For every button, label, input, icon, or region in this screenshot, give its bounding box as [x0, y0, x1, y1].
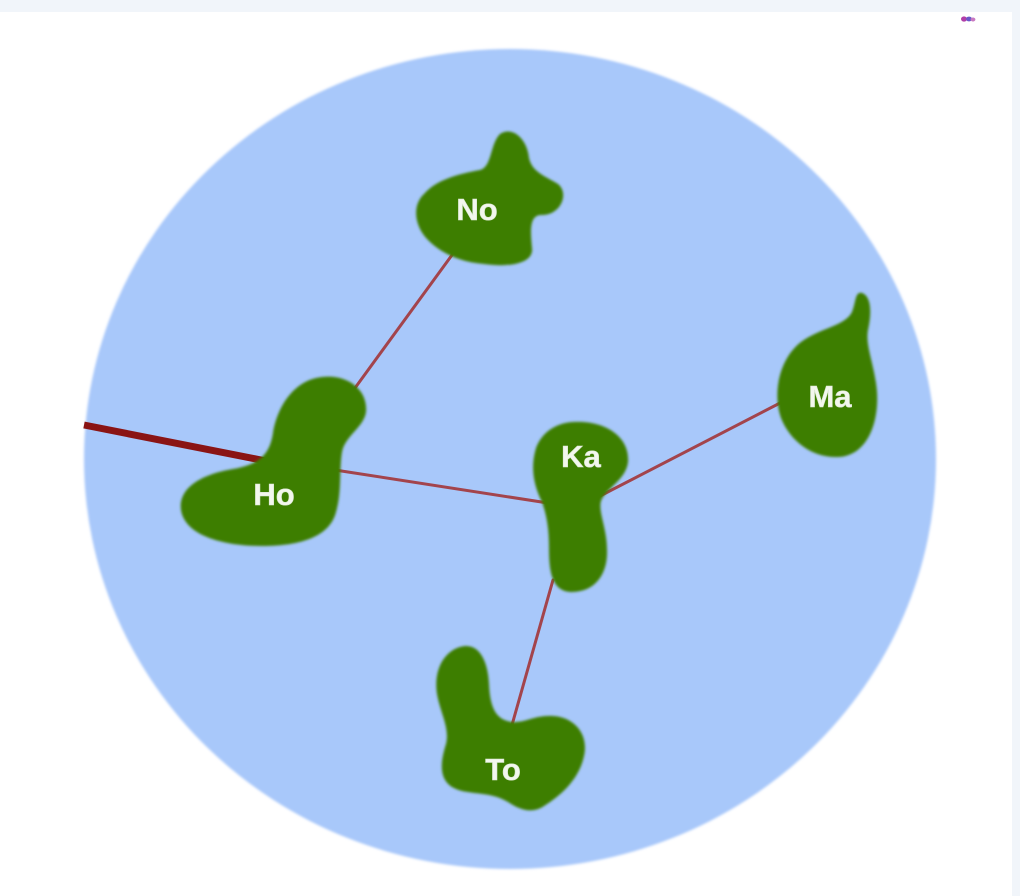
island-ma-label: Ma — [808, 379, 852, 414]
island-to-label: To — [485, 752, 521, 787]
island-to-shape — [436, 645, 585, 811]
top-frame-strip — [0, 0, 1020, 12]
island-ma-shape — [777, 292, 878, 458]
token-icon — [961, 16, 976, 22]
island-ma[interactable]: Ma — [777, 292, 878, 458]
island-ka-shape — [533, 421, 629, 592]
ocean-circle — [84, 49, 936, 869]
routes-layer — [83, 253, 784, 734]
island-ho-label: Ho — [253, 477, 294, 512]
island-ho[interactable]: Ho — [180, 376, 367, 546]
route-no-ho[interactable] — [353, 253, 454, 390]
island-ho-shape — [180, 376, 367, 546]
route-ka-to[interactable] — [508, 578, 555, 734]
island-ka-label: Ka — [561, 439, 601, 474]
route-ho-ka[interactable] — [333, 468, 550, 505]
island-ka[interactable]: Ka — [533, 421, 629, 592]
island-no-label: No — [456, 192, 497, 227]
route-incoming-ho[interactable] — [83, 421, 267, 465]
island-to[interactable]: To — [436, 645, 585, 811]
route-ka-ma[interactable] — [596, 400, 784, 499]
right-frame-strip — [1012, 12, 1020, 896]
island-no[interactable]: No — [416, 131, 564, 266]
island-no-shape — [416, 131, 564, 266]
